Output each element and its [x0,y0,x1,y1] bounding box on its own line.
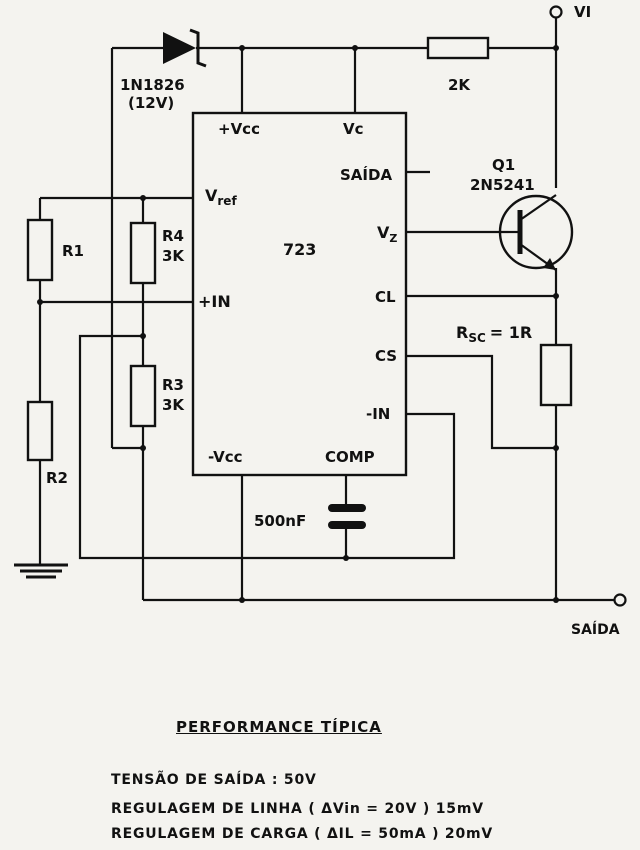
junction-dot [343,555,349,561]
zener-diode-symbol [163,28,207,68]
pin-cl-label: CL [375,288,396,306]
terminal-saida-label: SAÍDA [571,621,620,638]
q1-ref-label: Q1 [492,156,515,174]
junction-dot [140,445,146,451]
junction-dot [239,45,245,51]
resistor-2k-label: 2K [448,76,471,94]
r3-value-label: 3K [162,396,185,414]
junction-dot [553,445,559,451]
resistor-rsc-symbol [539,343,573,407]
junction-dot [352,45,358,51]
ic-723-body [191,111,408,477]
ground-icon [14,563,68,579]
terminal-vi-label: VI [574,3,591,21]
resistor-r1-symbol [26,218,54,282]
pin-in-plus-label: +IN [198,292,231,311]
capacitor-label: 500nF [254,512,306,530]
resistor-2k-symbol [426,36,490,60]
resistor-r4-symbol [129,221,157,285]
terminal-saida [613,593,627,607]
zener-rating-label: (12V) [128,94,174,112]
pin-comp-label: COMP [325,448,375,466]
transistor-q1-symbol [498,194,574,271]
ic-name-label: 723 [283,240,316,259]
resistor-r2-symbol [26,400,54,462]
cs-wire [406,354,556,450]
pin-vref-label: Vref [205,186,237,208]
pin-cs-label: CS [375,347,397,365]
pin-in-minus-label: -IN [366,405,390,423]
performance-line-load-regulation: REGULAGEM DE CARGA ( ΔIL = 50mA ) 20mV [111,826,494,842]
capacitor-500nf-symbol [328,504,366,529]
r1-label: R1 [62,242,84,260]
r4-value-label: 3K [162,247,185,265]
pin-vz-label: VZ [377,223,397,245]
junction-dot [553,45,559,51]
performance-line-output-voltage: TENSÃO DE SAÍDA : 50V [111,772,317,788]
in-minus-feedback-wire [78,334,456,560]
q1-part-label: 2N5241 [470,176,535,194]
r4-ref-label: R4 [162,227,184,245]
r2-label: R2 [46,469,68,487]
terminal-vi [549,5,563,19]
r3-ref-label: R3 [162,376,184,394]
resistor-r3-symbol [129,364,157,428]
junction-dot [553,597,559,603]
pin-vcc-minus-label: -Vcc [208,448,243,466]
performance-title: PERFORMANCE TÍPICA [176,718,382,736]
zener-part-label: 1N1826 [120,76,185,94]
performance-line-line-regulation: REGULAGEM DE LINHA ( ΔVin = 20V ) 15mV [111,801,484,817]
pin-vc-label: Vc [343,120,364,138]
rsc-label: RSC= 1R [456,323,532,345]
junction-dot [239,597,245,603]
junction-dot [553,293,559,299]
pin-vcc-plus-label: +Vcc [218,120,260,138]
pin-saida-label: SAÍDA [340,165,392,184]
